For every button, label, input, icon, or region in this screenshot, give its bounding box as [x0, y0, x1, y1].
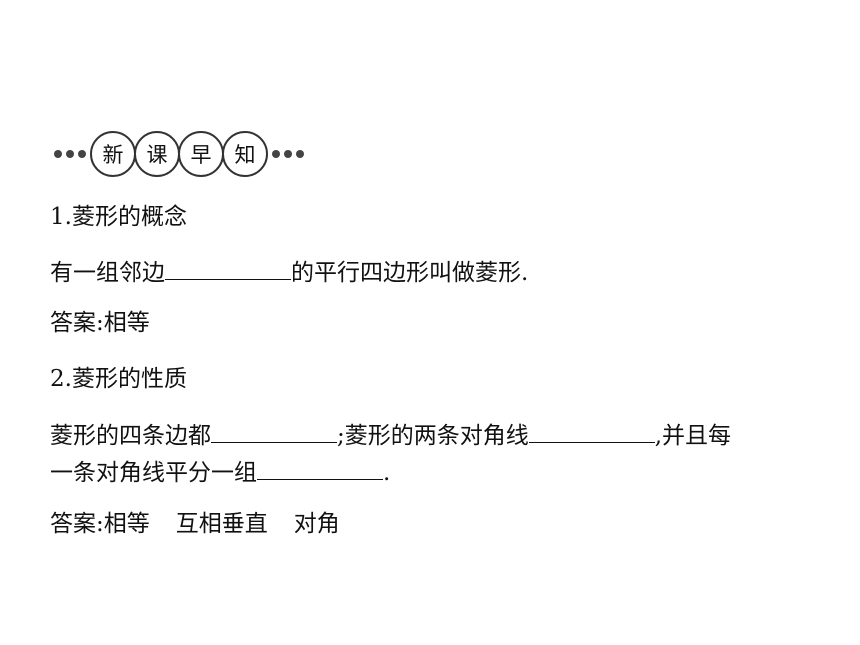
banner-dots-left [54, 150, 86, 158]
section1-heading: 1.菱形的概念 [50, 204, 187, 230]
question-text: . [383, 460, 391, 486]
question-text: 的平行四边形叫做菱形. [291, 260, 529, 286]
section-banner: 新 课 早 知 [54, 128, 304, 180]
answer-value: 相等 [103, 511, 150, 537]
banner-char-4: 知 [222, 131, 268, 177]
answer-value: 对角 [293, 511, 340, 537]
dot-icon [66, 150, 74, 158]
section1-answer: 答案:相等 [50, 310, 150, 338]
question-text: 菱形的四条边都 [50, 423, 211, 449]
answer-label: 答案: [50, 310, 104, 336]
answer-value: 相等 [103, 310, 150, 336]
answer-value: 互相垂直 [175, 511, 268, 537]
answer-blank [211, 420, 337, 443]
question-text: 一条对角线平分一组 [50, 460, 257, 486]
section2-question-line2: 一条对角线平分一组. [50, 457, 390, 488]
section1-question: 有一组邻边 的平行四边形叫做菱形. [50, 257, 528, 288]
question-text: ;菱形的两条对角线 [337, 423, 529, 449]
dot-icon [272, 150, 280, 158]
banner-char-2: 课 [134, 131, 180, 177]
question-text: 有一组邻边 [50, 260, 165, 286]
dot-icon [296, 150, 304, 158]
banner-dots-right [272, 150, 304, 158]
banner-circles: 新 课 早 知 [90, 131, 268, 177]
answer-blank [257, 457, 383, 480]
answer-label: 答案: [50, 511, 104, 537]
banner-char-1: 新 [90, 131, 136, 177]
dot-icon [284, 150, 292, 158]
section2-answer: 答案:相等互相垂直对角 [50, 511, 340, 539]
question-text: ,并且每 [654, 423, 732, 449]
banner-char-3: 早 [178, 131, 224, 177]
dot-icon [78, 150, 86, 158]
section2-question-line1: 菱形的四条边都 ;菱形的两条对角线 ,并且每 [50, 420, 731, 451]
answer-blank [528, 420, 655, 443]
section2-heading: 2.菱形的性质 [50, 366, 187, 392]
dot-icon [54, 150, 62, 158]
answer-blank [165, 257, 291, 280]
